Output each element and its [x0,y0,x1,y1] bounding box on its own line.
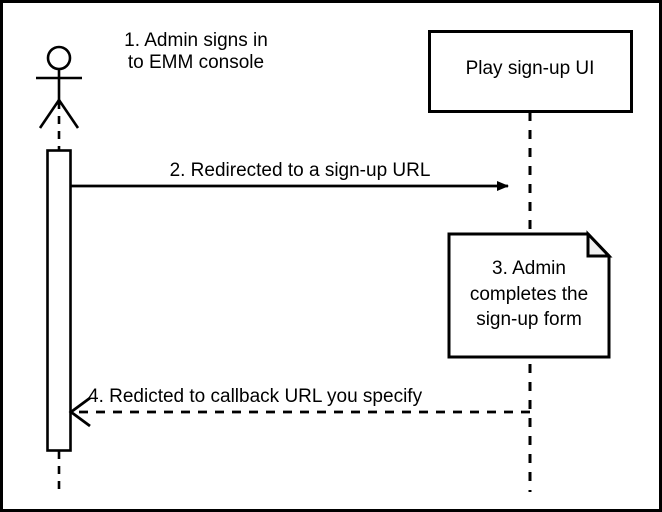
note-text-line1: 3. Admin [492,258,566,279]
message-4-label: 4. Redicted to callback URL you specify [88,386,423,407]
participant-label: Play sign-up UI [465,58,595,79]
stick-figure-actor-icon [36,45,82,129]
actor-activation-bar [46,149,72,452]
message-4-open-arrowhead [68,396,91,428]
note-admin-completes-signup-form[interactable] [447,230,613,359]
note-text: 3. Admin completes the sign-up form [450,256,608,333]
participant-box-play-signup-ui[interactable] [428,30,633,113]
note-text-line2: completes the [469,283,589,305]
actor-caption-line1: 1. Admin signs in [124,30,268,51]
note-fold-corner-icon [586,230,613,258]
actor-caption-line2: to EMM console [127,52,265,74]
note-text-line3: sign-up form [476,309,582,331]
message-2-label: 2. Redirected to a sign-up URL [169,160,431,181]
